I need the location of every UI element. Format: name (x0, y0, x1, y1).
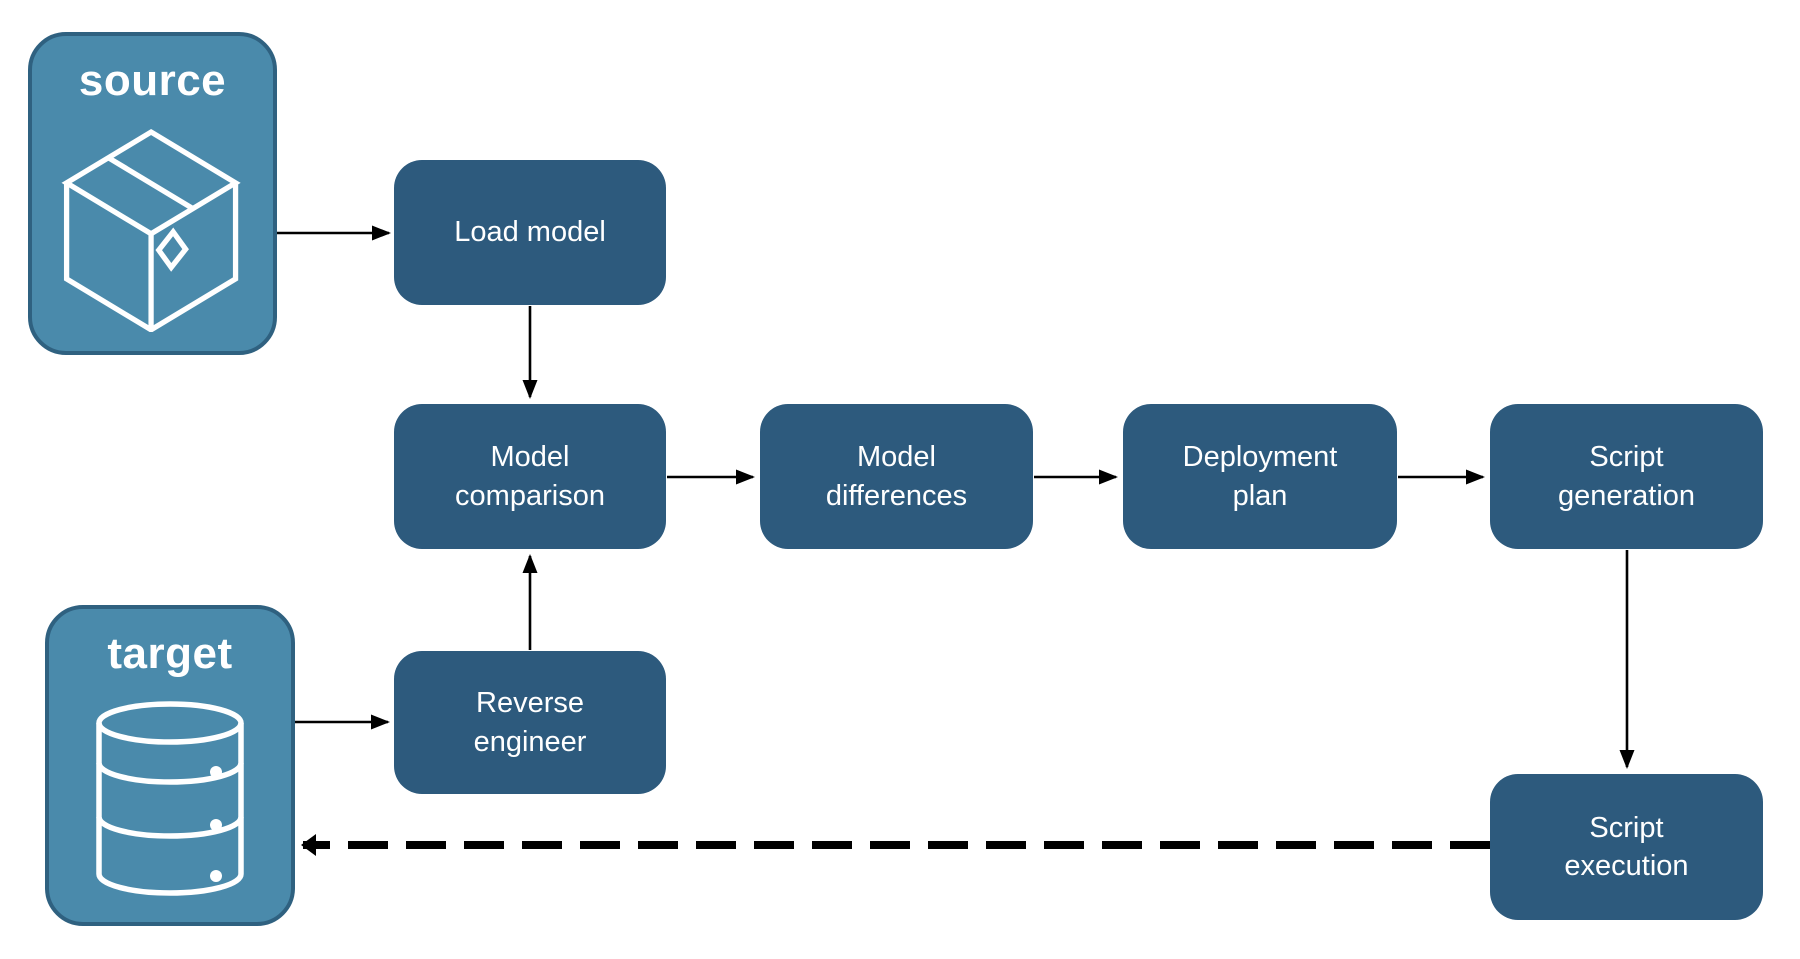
target-container: target (45, 605, 295, 926)
node-script-execution: Script execution (1490, 774, 1763, 920)
source-container: source (28, 32, 277, 355)
node-label: Model comparison (455, 441, 605, 512)
node-deployment-plan: Deployment plan (1123, 404, 1397, 549)
node-label: Script generation (1557, 441, 1696, 512)
target-label: target (107, 629, 233, 678)
node-load-model: Load model (394, 160, 666, 305)
node-model-differences: Model differences (760, 404, 1033, 549)
database-icon (96, 700, 244, 896)
node-label: Model differences (825, 441, 968, 512)
node-label: Reverse engineer (473, 687, 587, 758)
target-icon-wrap (94, 679, 246, 922)
node-label: Script execution (1564, 811, 1689, 882)
source-icon-wrap (57, 106, 249, 351)
source-label: source (78, 56, 227, 105)
node-reverse-engineer: Reverse engineer (394, 651, 666, 794)
node-label: Deployment plan (1182, 441, 1338, 512)
node-script-generation: Script generation (1490, 404, 1763, 549)
package-icon (60, 128, 241, 332)
node-model-comparison: Model comparison (394, 404, 666, 549)
node-label: Load model (454, 216, 606, 249)
